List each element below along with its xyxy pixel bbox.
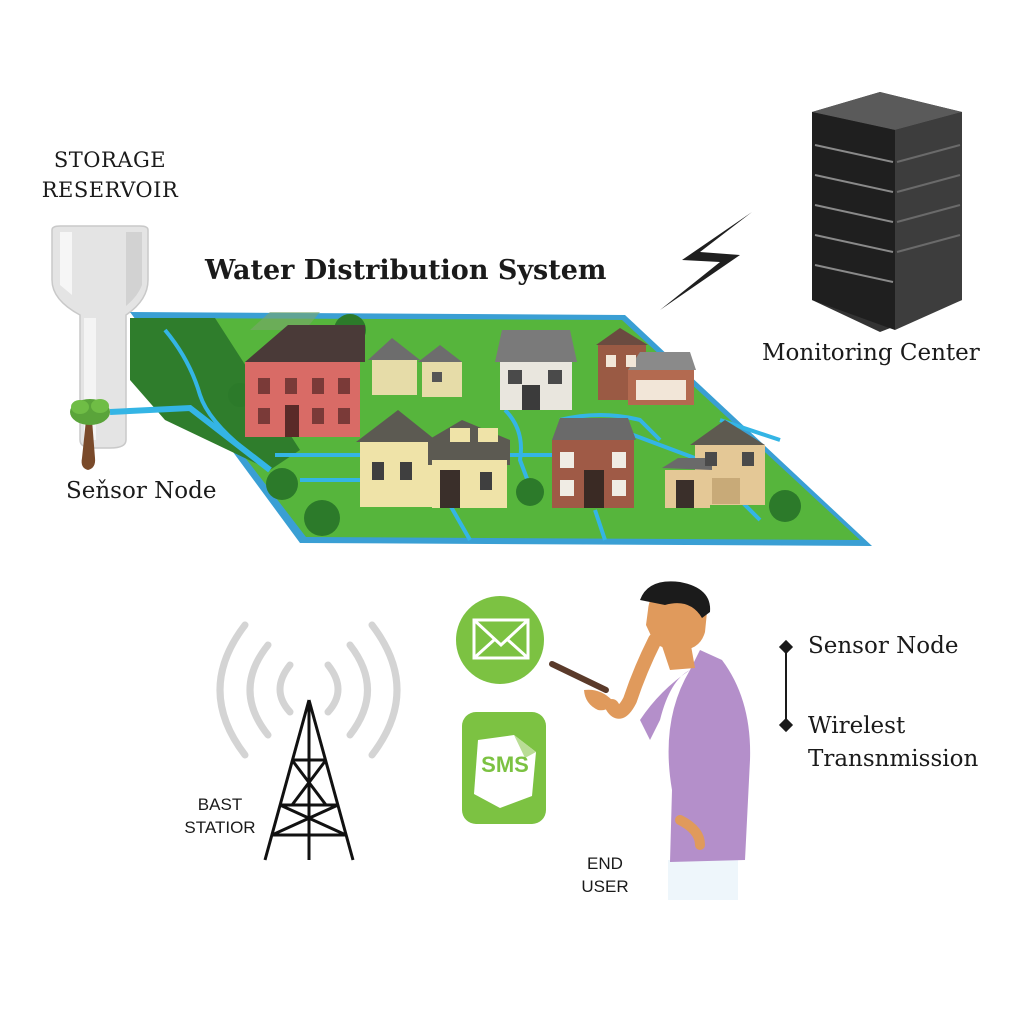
storage-label-line2: RESERVOIR [41, 178, 179, 202]
legend-item-wireless-transmission: Wirelest Transnmission [808, 710, 978, 776]
house-icon [356, 410, 510, 508]
end-user-label-line1: END [587, 854, 623, 873]
legend-connector [785, 650, 787, 722]
house-icon [495, 330, 577, 410]
house-icon [368, 338, 462, 397]
diagram-title: Water Distribution System [205, 255, 607, 286]
water-network-map [109, 312, 872, 546]
legend-line1: Wirelest [808, 713, 906, 739]
sms-text: SMS [481, 752, 529, 777]
storage-reservoir-label: STORAGE RESERVOIR [30, 145, 190, 205]
lightning-icon [660, 212, 752, 310]
radio-tower-icon [216, 621, 401, 861]
person-icon [549, 581, 751, 900]
sms-icon [462, 712, 546, 824]
house-icon [245, 325, 365, 437]
base-station-label: BAST STATIOR [165, 793, 275, 839]
storage-label-line1: STORAGE [53, 148, 167, 172]
envelope-icon [456, 596, 544, 684]
tree-icon [70, 399, 110, 470]
server-icon [812, 92, 962, 332]
monitoring-center-label: Monitoring Center [762, 340, 980, 366]
legend-item-sensor-node: Sensor Node [808, 633, 959, 659]
legend-line2: Transnmission [808, 746, 979, 772]
house-icon [662, 420, 765, 508]
tower-label-line1: BAST [197, 795, 243, 814]
house-icon [552, 418, 636, 508]
tower-label-line2: STATIOR [184, 818, 256, 837]
sensor-node-label: Seňsor Node [66, 478, 217, 504]
end-user-label: END USER [570, 852, 640, 898]
end-user-label-line2: USER [581, 877, 629, 896]
house-icon [596, 328, 696, 405]
